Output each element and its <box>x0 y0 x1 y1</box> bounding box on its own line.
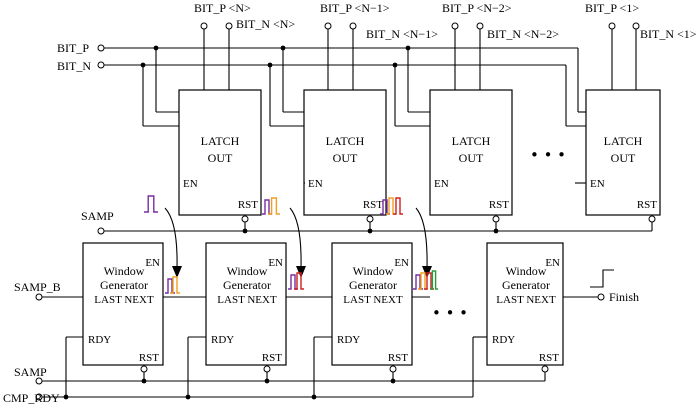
window-generator-4: Window Generator LAST NEXT EN RDY RST <box>486 242 564 373</box>
svg-text:EN: EN <box>434 178 449 190</box>
samp-b-input <box>35 293 83 301</box>
wave-red-3 <box>393 197 403 215</box>
svg-text:EN: EN <box>183 178 198 190</box>
bit-rails <box>97 44 578 69</box>
bit-p-label: BIT_P <box>57 41 89 55</box>
svg-text:RDY: RDY <box>492 334 515 346</box>
svg-text:RDY: RDY <box>211 334 234 346</box>
bus-label-bitp-1: BIT_P <1> <box>585 1 639 15</box>
finish-label: Finish <box>609 290 639 304</box>
samp-b-label: SAMP_B <box>14 280 61 294</box>
finish-output <box>563 269 614 301</box>
bus-label-bitp-n2: BIT_P <N−2> <box>442 1 512 15</box>
svg-text:LAST NEXT: LAST NEXT <box>217 294 277 306</box>
svg-text:RDY: RDY <box>88 334 111 346</box>
svg-text:EN: EN <box>545 257 560 269</box>
bus-label-bitn-n: BIT_N <N> <box>236 17 295 31</box>
cmp-rdy-label: CMP_RDY <box>3 391 60 405</box>
wave-purple-1 <box>144 195 158 213</box>
latch-out-2: LATCH OUT EN RST <box>303 89 387 223</box>
window-generator-2: Window Generator LAST NEXT EN RDY RST <box>205 242 287 373</box>
svg-text:RST: RST <box>539 352 559 364</box>
svg-text:RST: RST <box>139 352 159 364</box>
wave-purple-2 <box>262 199 272 215</box>
svg-text:LATCH: LATCH <box>604 134 643 148</box>
svg-text:LAST NEXT: LAST NEXT <box>94 294 154 306</box>
svg-text:LATCH: LATCH <box>452 134 491 148</box>
window-generator-1: Window Generator LAST NEXT EN RDY RST <box>82 242 164 373</box>
svg-text:RST: RST <box>388 352 408 364</box>
svg-text:Generator: Generator <box>100 278 148 292</box>
svg-text:OUT: OUT <box>611 151 636 165</box>
svg-text:OUT: OUT <box>459 151 484 165</box>
svg-text:LAST NEXT: LAST NEXT <box>496 294 556 306</box>
svg-text:RDY: RDY <box>337 334 360 346</box>
svg-text:EN: EN <box>590 178 605 190</box>
bottom-rails <box>35 336 546 401</box>
svg-text:EN: EN <box>145 257 160 269</box>
svg-text:Generator: Generator <box>502 278 550 292</box>
svg-text:RST: RST <box>262 352 282 364</box>
bus-label-bitn-n2: BIT_N <N−2> <box>487 27 559 41</box>
svg-text:OUT: OUT <box>208 151 233 165</box>
svg-text:Window: Window <box>506 264 547 278</box>
svg-text:Window: Window <box>104 264 145 278</box>
latch-out-4: LATCH OUT EN RST <box>585 89 661 223</box>
svg-text:LATCH: LATCH <box>326 134 365 148</box>
svg-text:EN: EN <box>308 178 323 190</box>
bus-label-bitp-n1: BIT_P <N−1> <box>320 1 390 15</box>
window-generator-3: Window Generator LAST NEXT EN RDY RST <box>331 242 413 373</box>
svg-text:EN: EN <box>394 257 409 269</box>
bus-label-bitn-1: BIT_N <1> <box>640 27 697 41</box>
latch-out-3: LATCH OUT EN RST <box>429 89 513 223</box>
window-ellipsis: • • • <box>432 304 468 322</box>
svg-text:Generator: Generator <box>223 278 271 292</box>
latch-out-1: LATCH OUT EN RST <box>178 89 262 223</box>
samp-reset-rail <box>97 222 653 235</box>
wave-red-5 <box>294 272 304 290</box>
wave-green-6 <box>430 270 438 290</box>
svg-text:RST: RST <box>363 199 383 211</box>
svg-text:Window: Window <box>353 264 394 278</box>
bit-output-taps <box>200 22 640 90</box>
svg-text:RST: RST <box>489 199 509 211</box>
svg-text:RST: RST <box>637 199 657 211</box>
rail-taps <box>140 45 586 127</box>
svg-text:LATCH: LATCH <box>201 134 240 148</box>
bit-n-label: BIT_N <box>57 59 91 73</box>
svg-text:RST: RST <box>238 199 258 211</box>
svg-text:OUT: OUT <box>333 151 358 165</box>
svg-text:EN: EN <box>268 257 283 269</box>
svg-text:LAST NEXT: LAST NEXT <box>343 294 403 306</box>
enable-arrows <box>164 207 432 278</box>
latch-ellipsis: • • • <box>530 146 566 164</box>
svg-text:Window: Window <box>227 264 268 278</box>
wave-orange-4 <box>170 276 180 294</box>
timing-waveforms <box>144 195 438 294</box>
bus-label-bitp-n: BIT_P <N> <box>194 1 251 15</box>
svg-text:Generator: Generator <box>349 278 397 292</box>
bus-label-bitn-n1: BIT_N <N−1> <box>366 27 438 41</box>
samp-bottom-label: SAMP <box>14 365 47 379</box>
wave-orange-2 <box>268 197 280 215</box>
samp-top-label: SAMP <box>81 209 114 223</box>
